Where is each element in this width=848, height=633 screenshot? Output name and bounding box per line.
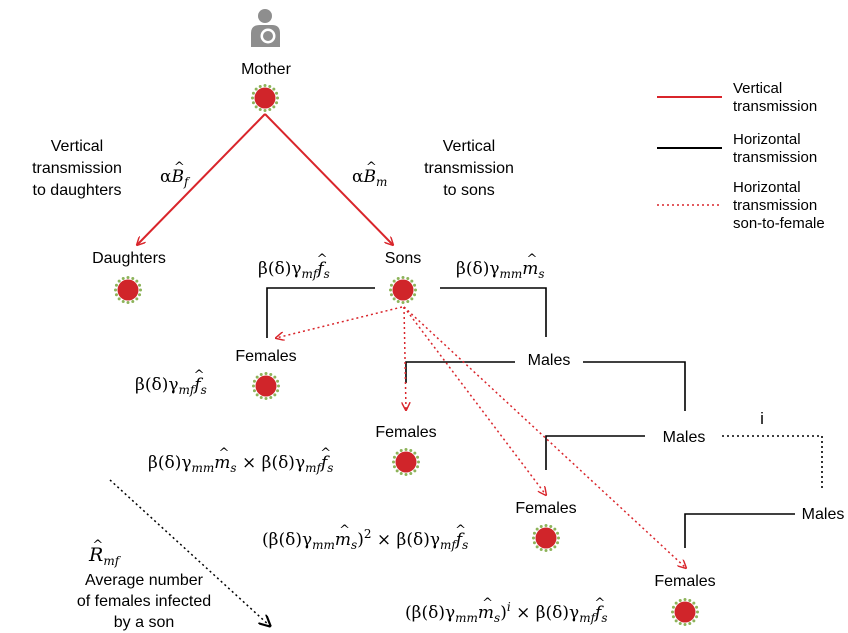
horizontal-edge-males1-to-females [405, 361, 515, 383]
males-label-1: Males [527, 352, 571, 369]
r-mf-symbol: Rmf [89, 545, 119, 567]
legend-horizontal-label: Horizontal transmission [733, 131, 818, 166]
mother-label: Mother [241, 61, 291, 78]
horizontal-edge-sons-to-males [440, 287, 547, 337]
mother-nursing-icon [251, 9, 280, 47]
virus-icon-sons [388, 275, 418, 305]
horizontal-edge-males2-to-females [545, 435, 645, 470]
virus-icon-females-1 [251, 371, 281, 401]
son-to-female-edge-4 [403, 306, 686, 568]
rate-son-to-male-formula: β(δ)γmmms [456, 259, 545, 280]
females-label-3: Females [515, 500, 577, 517]
vertical-edge-to-sons [264, 113, 393, 245]
virus-icon-females-4 [670, 597, 700, 627]
virus-icon-females-3 [531, 523, 561, 553]
son-to-female-edge-3 [403, 306, 546, 495]
virus-icon-mother [250, 83, 280, 113]
vertical-to-sons-text: Vertical transmission to sons [424, 138, 514, 199]
average-females-description: Average number of females infected by a … [76, 572, 212, 631]
average-arrow [109, 479, 270, 626]
virus-icon-females-2 [391, 447, 421, 477]
sons-label: Sons [384, 250, 422, 267]
legend-vertical-label: Vertical transmission [733, 80, 818, 115]
daughters-label: Daughters [92, 250, 166, 267]
males-label-2: Males [662, 429, 706, 446]
vertical-edge-to-daughters [137, 113, 266, 245]
vertical-to-daughters-text: Vertical transmission to daughters [32, 138, 122, 199]
son-to-female-edge-1 [276, 306, 403, 338]
rate-son-to-female-formula: β(δ)γmffs [258, 259, 330, 280]
alpha-b-f-formula: αBf [160, 167, 188, 188]
males-label-3: Males [801, 506, 845, 523]
son-to-female-edge-2 [404, 306, 406, 410]
horizontal-edge-males3-to-females [684, 513, 795, 548]
females-label-2: Females [375, 424, 437, 441]
females-gen1-formula: β(δ)γmffs [135, 375, 207, 396]
virus-icon-daughters [113, 275, 143, 305]
females-gen2-formula: β(δ)γmmms × β(δ)γmffs [148, 453, 333, 474]
legend-son-to-female-label: Horizontal transmission son-to-female [733, 179, 825, 232]
generation-gap-dotted-edge [722, 435, 823, 490]
generation-index-label: i [760, 409, 764, 428]
females-gen3-formula: (β(δ)γmmms)2 × β(δ)γmffs [262, 528, 468, 551]
females-gen-i-formula: (β(δ)γmmms)i × β(δ)γmffs [405, 601, 608, 624]
females-label-4: Females [654, 573, 716, 590]
horizontal-edge-males1-to-males2 [583, 361, 686, 411]
females-label-1: Females [235, 348, 297, 365]
horizontal-edge-sons-to-females [266, 287, 375, 338]
alpha-b-m-formula: αBm [352, 167, 387, 188]
